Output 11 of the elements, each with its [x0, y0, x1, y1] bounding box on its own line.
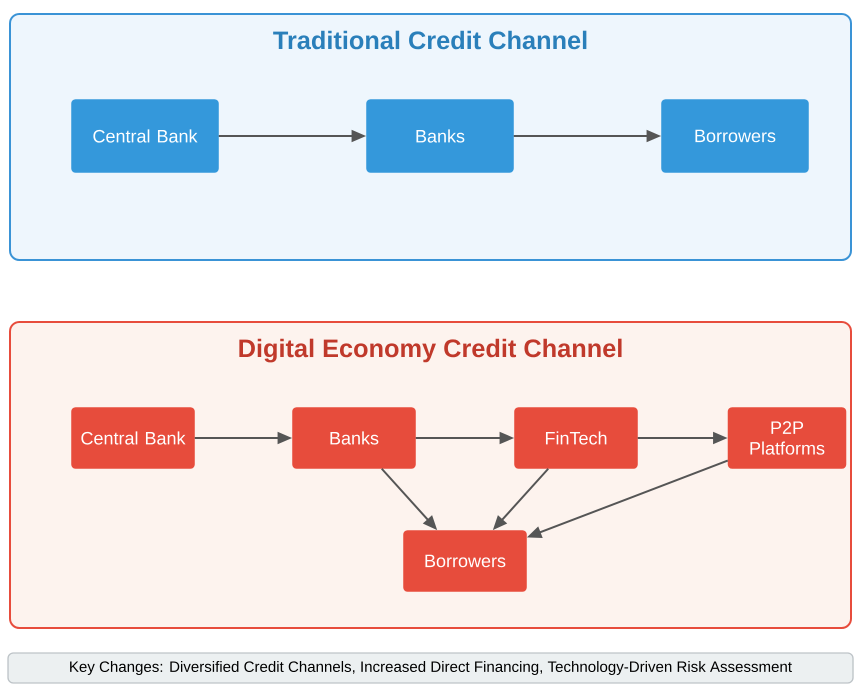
process-box: P2P Platforms	[728, 407, 846, 469]
process-box: Central Bank	[71, 407, 195, 469]
process-box: Banks	[292, 407, 416, 469]
panel-title: Digital Economy Credit Channel	[239, 338, 622, 362]
process-box: FinTech	[514, 407, 638, 469]
note-bar: Key Changes: Diversified Credit Channels, Increased Direct Financing, Technology-Driven Risk Assessment	[7, 652, 854, 684]
process-box: Borrowers	[661, 99, 809, 173]
process-box: Central Bank	[71, 99, 219, 173]
process-box: Banks	[366, 99, 514, 173]
process-box: Borrowers	[403, 530, 527, 592]
panel-title: Traditional Credit Channel	[273, 30, 586, 50]
